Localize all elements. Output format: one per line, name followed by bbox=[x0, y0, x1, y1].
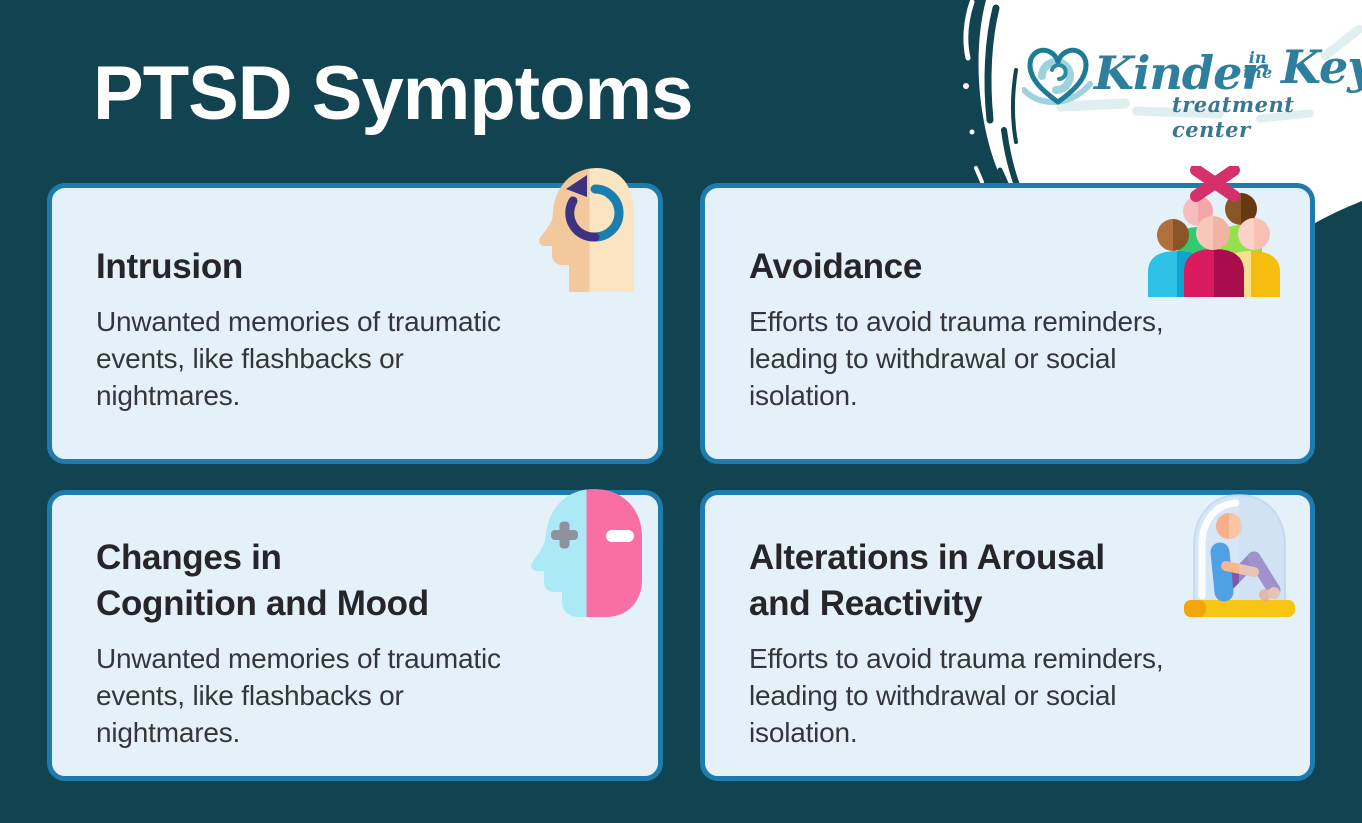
card-title: Avoidance bbox=[749, 247, 923, 286]
card-description: Unwanted memories of traumatic events, l… bbox=[96, 306, 501, 411]
page-title: PTSD Symptoms bbox=[93, 51, 693, 136]
card-cognition-mood: Changes in Cognition and Mood Unwanted m… bbox=[47, 490, 663, 781]
card-title: Changes in Cognition and Mood bbox=[96, 538, 429, 624]
person-under-dome-icon bbox=[1184, 493, 1295, 617]
card-title: Intrusion bbox=[96, 247, 244, 286]
card-description: Unwanted memories of traumatic events, l… bbox=[96, 643, 501, 748]
people-crossed-out-icon bbox=[1148, 166, 1280, 297]
head-refresh-icon bbox=[539, 168, 634, 292]
card-avoidance: Avoidance Efforts to avoid trauma remind… bbox=[700, 183, 1315, 464]
card-description: Efforts to avoid trauma reminders, leadi… bbox=[749, 306, 1164, 411]
split-head-plus-minus-icon bbox=[531, 489, 642, 617]
card-description: Efforts to avoid trauma reminders, leadi… bbox=[749, 643, 1164, 748]
card-arousal-reactivity: Alterations in Arousal and Reactivity Ef… bbox=[700, 490, 1315, 781]
card-title: Alterations in Arousal and Reactivity bbox=[749, 538, 1105, 624]
